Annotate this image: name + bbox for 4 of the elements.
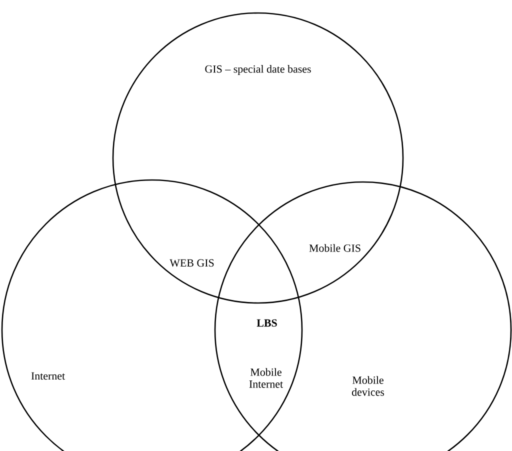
- region-label: Mobile Internet: [249, 368, 283, 388]
- region-label: WEB GIS: [170, 259, 214, 267]
- region-label: Mobile GIS: [309, 244, 360, 252]
- region-label: LBS: [256, 319, 277, 327]
